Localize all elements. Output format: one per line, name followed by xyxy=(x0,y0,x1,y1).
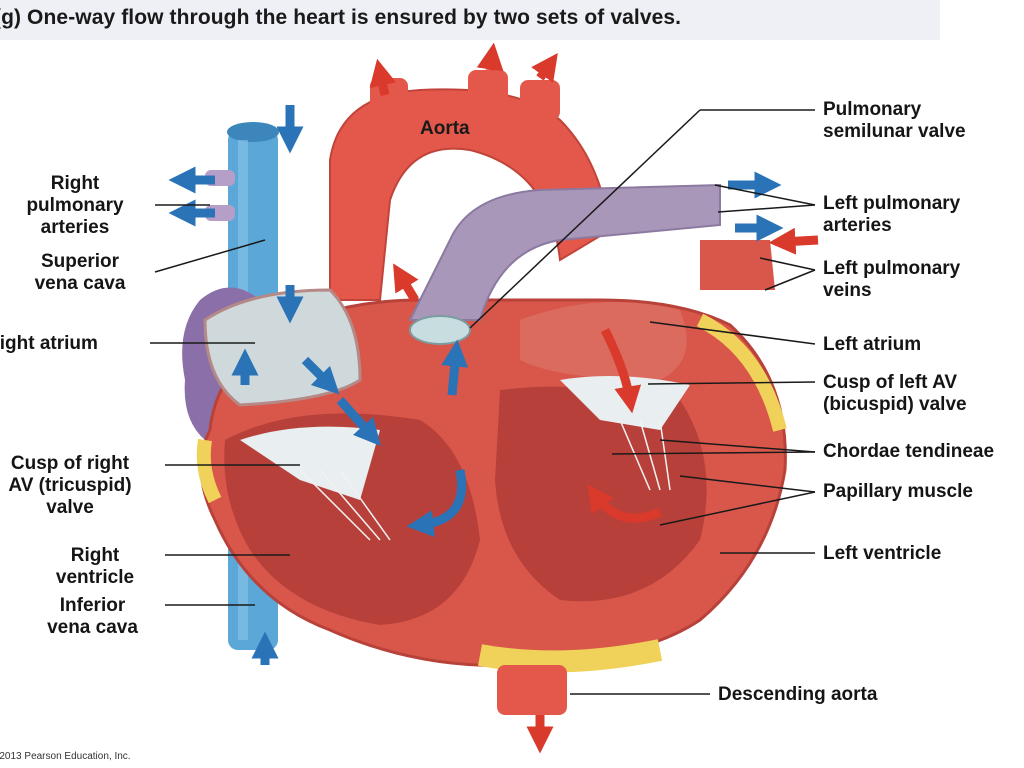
leader-lines xyxy=(150,109,816,695)
title-bar: (g) One-way flow through the heart is en… xyxy=(0,0,940,40)
label-line: Cusp of right xyxy=(10,453,130,474)
label-line: Right xyxy=(50,173,100,194)
inferior-vena-cava-label: Inferior vena cava xyxy=(20,595,165,639)
figure-title: (g) One-way flow through the heart is en… xyxy=(0,6,682,29)
cusp-left-av-label: Cusp of left AV (bicuspid) valve xyxy=(823,372,967,416)
chordae-lines xyxy=(299,419,671,541)
tricuspid-cusp xyxy=(240,426,380,500)
label-line: arteries xyxy=(40,217,110,238)
label-line: Cusp of left AV xyxy=(823,372,958,393)
right-pulmonary-arteries-label: Right pulmonary arteries xyxy=(0,173,150,239)
fat-band-right xyxy=(696,313,787,432)
copyright-notice: ©2013 Pearson Education, Inc. xyxy=(0,751,131,762)
left-atrium-label: Left atrium xyxy=(823,334,922,355)
papillary-muscle-label: Papillary muscle xyxy=(823,481,973,502)
right-atrium-label: Right atrium xyxy=(0,333,98,354)
blue-flow-arrows xyxy=(168,105,784,665)
pulmonary-trunk xyxy=(408,183,721,321)
left-atrium-interior xyxy=(520,302,687,380)
superior-vena-cava-label: Superior vena cava xyxy=(10,251,150,295)
label-line: veins xyxy=(823,280,872,301)
red-flow-arrows xyxy=(369,42,819,754)
cusp-right-av-label: Cusp of right AV (tricuspid) valve xyxy=(0,453,160,519)
pulmonary-semilunar-valve-label: Pulmonary semilunar valve xyxy=(823,99,966,143)
aorta-arch xyxy=(329,88,612,301)
left-ventricle-label: Left ventricle xyxy=(823,543,942,564)
fat-band-bottom xyxy=(477,639,663,673)
label-line: pulmonary xyxy=(26,195,124,216)
label-line: vena cava xyxy=(34,273,126,294)
right-ventricle-label: Right ventricle xyxy=(30,545,160,589)
fat-band-left xyxy=(196,438,222,504)
label-line: Left pulmonary xyxy=(823,193,961,214)
left-pulmonary-veins xyxy=(700,240,775,290)
label-line: Superior xyxy=(40,251,120,272)
label-line: Inferior xyxy=(59,595,126,616)
left-pulmonary-veins-label: Left pulmonary veins xyxy=(823,258,960,302)
label-line: Pulmonary xyxy=(823,99,922,120)
left-pulmonary-arteries-label: Left pulmonary arteries xyxy=(823,193,960,237)
descending-aorta-vessel xyxy=(497,665,567,715)
chordae-tendineae-label: Chordae tendineae xyxy=(823,441,995,462)
label-line: Right xyxy=(70,545,120,566)
pulmonary-semilunar-valve-shape xyxy=(409,315,471,345)
label-line: semilunar valve xyxy=(823,121,966,142)
label-line: AV (tricuspid) xyxy=(8,475,132,496)
label-line: valve xyxy=(46,497,94,518)
label-line: ventricle xyxy=(55,567,135,588)
label-line: Left pulmonary xyxy=(823,258,961,279)
aorta-label: Aorta xyxy=(420,118,470,139)
label-line: (bicuspid) valve xyxy=(823,394,967,415)
descending-aorta-label: Descending aorta xyxy=(718,684,878,705)
label-line: arteries xyxy=(823,215,892,236)
right-atrium-interior xyxy=(203,288,362,407)
label-line: vena cava xyxy=(47,617,138,638)
